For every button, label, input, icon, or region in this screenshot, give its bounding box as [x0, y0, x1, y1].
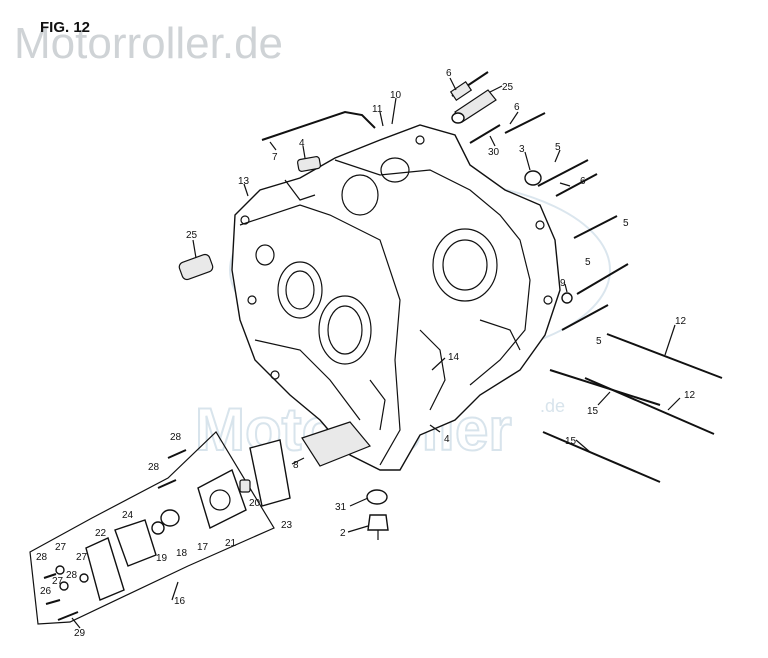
callout: 22 — [95, 528, 107, 539]
oil-pump-assembly — [29, 421, 371, 625]
callout: 28 — [36, 552, 48, 563]
callout: 28 — [66, 570, 78, 581]
callout: 26 — [40, 586, 52, 597]
callout: 30 — [488, 147, 500, 158]
callout: 15 — [565, 436, 577, 447]
callout: 23 — [281, 520, 293, 531]
callout: 25 — [186, 230, 198, 241]
callout: 19 — [156, 553, 168, 564]
callout: 25 — [502, 82, 514, 93]
callout: 10 — [390, 90, 402, 101]
figure-label: FIG. 12 — [40, 19, 90, 36]
callout-labels: 6 25 6 11 10 7 4 30 3 5 6 5 13 25 5 9 5 … — [36, 68, 696, 639]
callout: 2 — [340, 528, 346, 539]
callout: 31 — [335, 502, 347, 513]
callout: 16 — [174, 596, 186, 607]
long-studs — [542, 333, 723, 483]
callout: 18 — [176, 548, 188, 559]
watermark-small: .de — [540, 396, 565, 416]
callout: 6 — [514, 102, 520, 113]
leader-lines — [71, 77, 681, 629]
callout: 21 — [225, 538, 237, 549]
callout: 12 — [675, 316, 687, 327]
callout: 28 — [148, 462, 160, 473]
callout: 27 — [76, 552, 88, 563]
callout: 4 — [299, 138, 305, 149]
watermark-top: Motorroller.de — [14, 19, 283, 68]
callout: 7 — [272, 152, 278, 163]
callout: 20 — [249, 498, 261, 509]
callout: 17 — [197, 542, 209, 553]
callout: 5 — [555, 142, 561, 153]
callout: 6 — [446, 68, 452, 79]
callout: 5 — [596, 336, 602, 347]
callout: 13 — [238, 176, 250, 187]
callout: 6 — [580, 176, 586, 187]
callout: 8 — [293, 460, 299, 471]
callout: 3 — [519, 144, 525, 155]
callout: 27 — [52, 576, 64, 587]
callout: 12 — [684, 390, 696, 401]
callout: 27 — [55, 542, 67, 553]
drain-plug — [366, 489, 389, 540]
callout: 14 — [448, 352, 460, 363]
callout: 15 — [587, 406, 599, 417]
callout: 5 — [623, 218, 629, 229]
callout: 28 — [170, 432, 182, 443]
callout: 9 — [560, 278, 566, 289]
crankcase-assembly — [231, 124, 561, 471]
callout: 11 — [372, 104, 383, 115]
callout: 4 — [444, 434, 450, 445]
callout: 29 — [74, 628, 86, 639]
callout: 24 — [122, 510, 134, 521]
top-bolts — [178, 71, 629, 331]
callout: 5 — [585, 257, 591, 268]
